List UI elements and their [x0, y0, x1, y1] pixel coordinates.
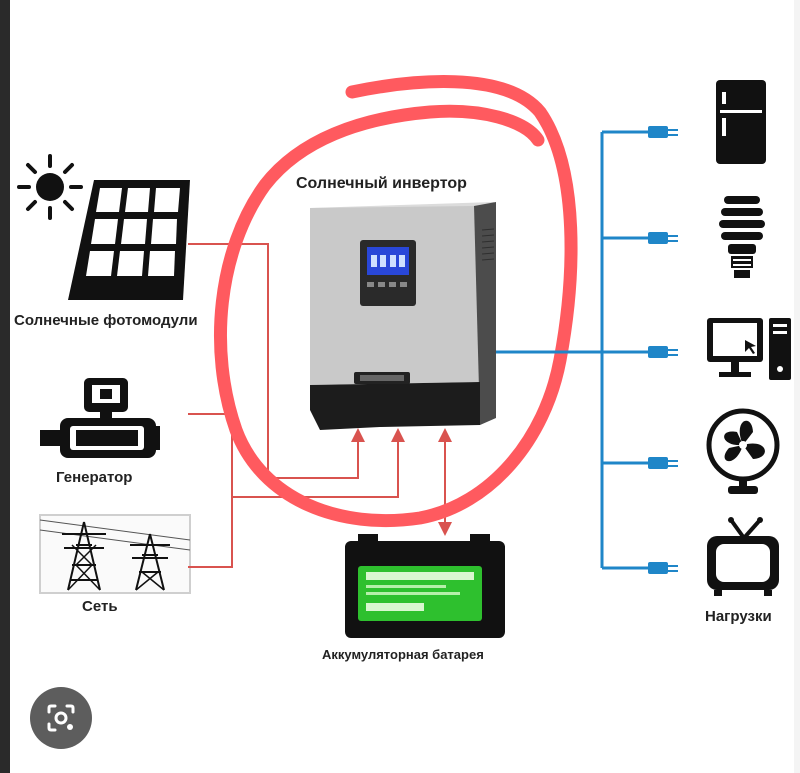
arrowheads: [351, 428, 452, 536]
computer-icon: [707, 318, 791, 380]
image-search-button[interactable]: [30, 687, 92, 749]
loads-label: Нагрузки: [705, 608, 772, 625]
generator-icon: [40, 378, 160, 458]
refrigerator-icon: [716, 80, 766, 164]
tv-icon: [707, 517, 779, 596]
battery-icon: [345, 534, 505, 638]
grid-label: Сеть: [82, 598, 118, 615]
highlight-circle: [214, 75, 578, 528]
power-tower-icon: [39, 514, 191, 594]
lightbulb-icon: [719, 196, 765, 278]
sun-icon: [17, 154, 83, 220]
screen-edge-right: [794, 0, 800, 773]
screen-edge-left: [0, 0, 10, 773]
battery-label: Аккумуляторная батарея: [322, 647, 484, 662]
fan-icon: [706, 408, 780, 494]
output-lines: [496, 130, 648, 570]
inverter-label: Солнечный инвертор: [296, 175, 467, 192]
solar-panels-label: Солнечные фотомодули: [14, 312, 198, 329]
plug-icons: [648, 126, 678, 574]
image-search-icon: [47, 704, 75, 732]
inverter-device: [310, 202, 496, 430]
solar-panel-icon: [68, 180, 190, 300]
generator-label: Генератор: [56, 469, 133, 486]
